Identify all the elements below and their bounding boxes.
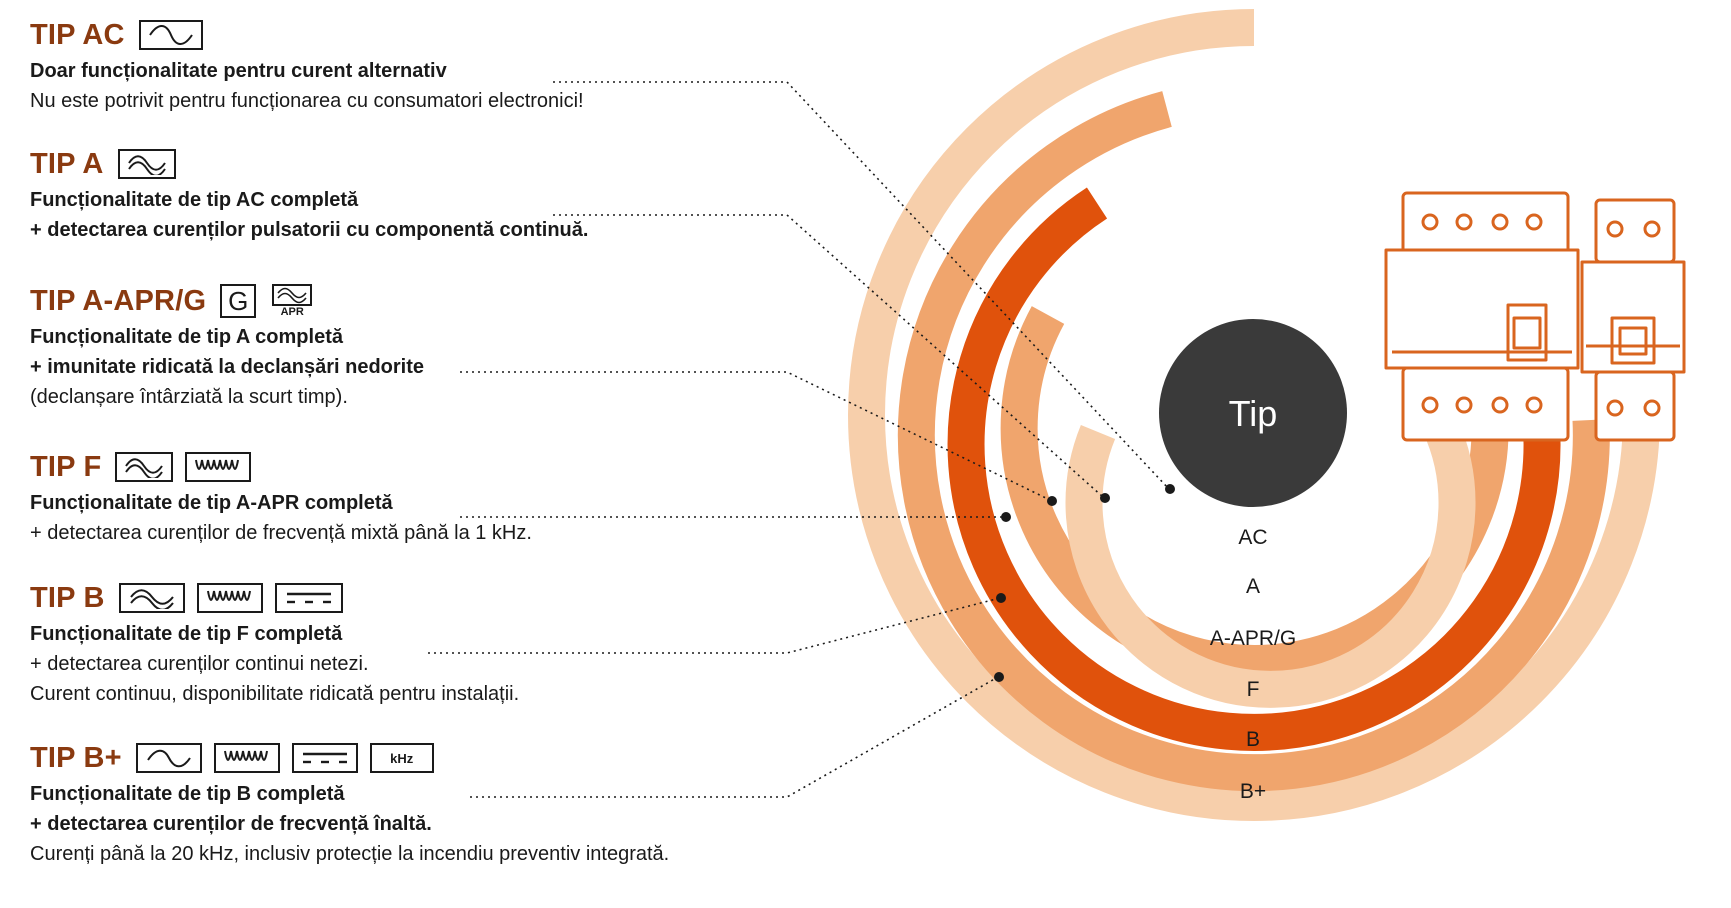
type-a-apr-g-block: TIP A-APR/G G APR Funcționalitate de tip… — [30, 280, 424, 412]
type-a-line-1: Funcționalitate de tip AC completă — [30, 189, 359, 211]
pulsating-dc-icon — [118, 583, 185, 613]
ring-label-ac: AC — [1238, 526, 1267, 549]
type-b-plus-line-3: Curenți până la 20 kHz, inclusiv protecț… — [30, 843, 670, 865]
apr-icon-label: APR — [280, 306, 304, 318]
connector-dot-a — [1100, 493, 1110, 503]
pulsating-dc-icon — [115, 452, 174, 482]
smooth-dc-icon — [274, 583, 343, 613]
ring-label-a-apr-g: A-APR/G — [1210, 627, 1296, 650]
ac-wave-icon — [135, 743, 202, 773]
connector-b — [428, 597, 1001, 654]
center-label: Tip — [1229, 393, 1278, 434]
type-f-title: TIP F — [30, 450, 102, 483]
type-a-block: TIP A Funcționalitate de tip AC completă… — [30, 143, 588, 245]
type-b-line-2: + detectarea curenților continui netezi. — [30, 653, 369, 675]
connector-dot-a-apr-g — [1047, 496, 1057, 506]
type-b-line-1: Funcționalitate de tip F completă — [30, 623, 343, 645]
ring-label-b-plus: B+ — [1240, 780, 1266, 803]
type-f-line-2: + detectarea curenților de frecvență mix… — [30, 522, 532, 544]
type-ac-line-2: Nu este potrivit pentru funcționarea cu … — [30, 90, 584, 112]
type-a-apr-g-line-3: (declanșare întârziată la scurt timp). — [30, 386, 348, 408]
type-a-title-row: TIP A — [30, 143, 588, 185]
connector-dot-ac — [1165, 484, 1175, 494]
ring-label-a: A — [1246, 575, 1260, 598]
connector-dot-f — [1001, 512, 1011, 522]
type-a-apr-g-title: TIP A-APR/G — [30, 284, 207, 317]
center-circle — [1159, 319, 1347, 507]
smooth-dc-icon — [291, 743, 358, 773]
ring-b — [897, 91, 1610, 792]
type-b-title-row: TIP B — [30, 577, 519, 619]
type-b-plus-line-1: Funcționalitate de tip B completă — [30, 783, 345, 805]
type-ac-title-row: TIP AC — [30, 14, 584, 56]
mixed-frequency-icon — [213, 743, 280, 773]
mixed-frequency-icon — [196, 583, 263, 613]
mixed-frequency-icon — [185, 452, 252, 482]
type-a-line-2: + detectarea curenților pulsatorii cu co… — [30, 219, 589, 241]
ring-f — [947, 187, 1561, 751]
ring-a — [1065, 417, 1476, 708]
type-a-title: TIP A — [30, 147, 104, 180]
type-a-apr-g-title-row: TIP A-APR/G G APR — [30, 280, 424, 322]
connector-dot-b — [996, 593, 1006, 603]
type-a-apr-g-line-2: + imunitate ridicată la declanșări nedor… — [30, 356, 425, 378]
type-b-plus-block: TIP B+ kHz Funcționalitate de tip B comp… — [30, 737, 669, 869]
type-b-line-3: Curent continuu, disponibilitate ridicat… — [30, 683, 520, 705]
connector-a — [553, 214, 1104, 498]
type-ac-line-1: Doar funcționalitate pentru curent alter… — [30, 60, 447, 82]
ring-label-b: B — [1246, 728, 1260, 751]
type-f-title-row: TIP F — [30, 446, 532, 488]
type-f-block: TIP F Funcționalitate de tip A-APR compl… — [30, 446, 532, 548]
ring-label-f: F — [1247, 678, 1260, 701]
type-b-plus-title-row: TIP B+ kHz — [30, 737, 669, 779]
type-b-title: TIP B — [30, 581, 105, 614]
type-b-plus-line-2: + detectarea curenților de frecvență îna… — [30, 813, 432, 835]
connector-a-apr-g — [460, 371, 1051, 501]
rcd-device-illustration — [1384, 191, 1686, 442]
type-b-plus-title: TIP B+ — [30, 741, 122, 774]
type-ac-title: TIP AC — [30, 18, 125, 51]
ring-b-plus — [848, 9, 1660, 821]
connector-ac — [553, 81, 1169, 489]
ac-wave-icon — [138, 20, 203, 50]
pulsating-dc-icon — [117, 149, 176, 179]
type-ac-block: TIP AC Doar funcționalitate pentru curen… — [30, 14, 584, 116]
apr-icon: APR — [268, 281, 317, 321]
type-a-apr-g-line-1: Funcționalitate de tip A completă — [30, 326, 343, 348]
connector-dot-b-plus — [994, 672, 1004, 682]
type-f-line-1: Funcționalitate de tip A-APR completă — [30, 492, 393, 514]
khz-icon: kHz — [369, 743, 434, 773]
type-b-block: TIP B Funcționalitate de tip F completă … — [30, 577, 519, 709]
g-letter-icon: G — [220, 284, 257, 318]
